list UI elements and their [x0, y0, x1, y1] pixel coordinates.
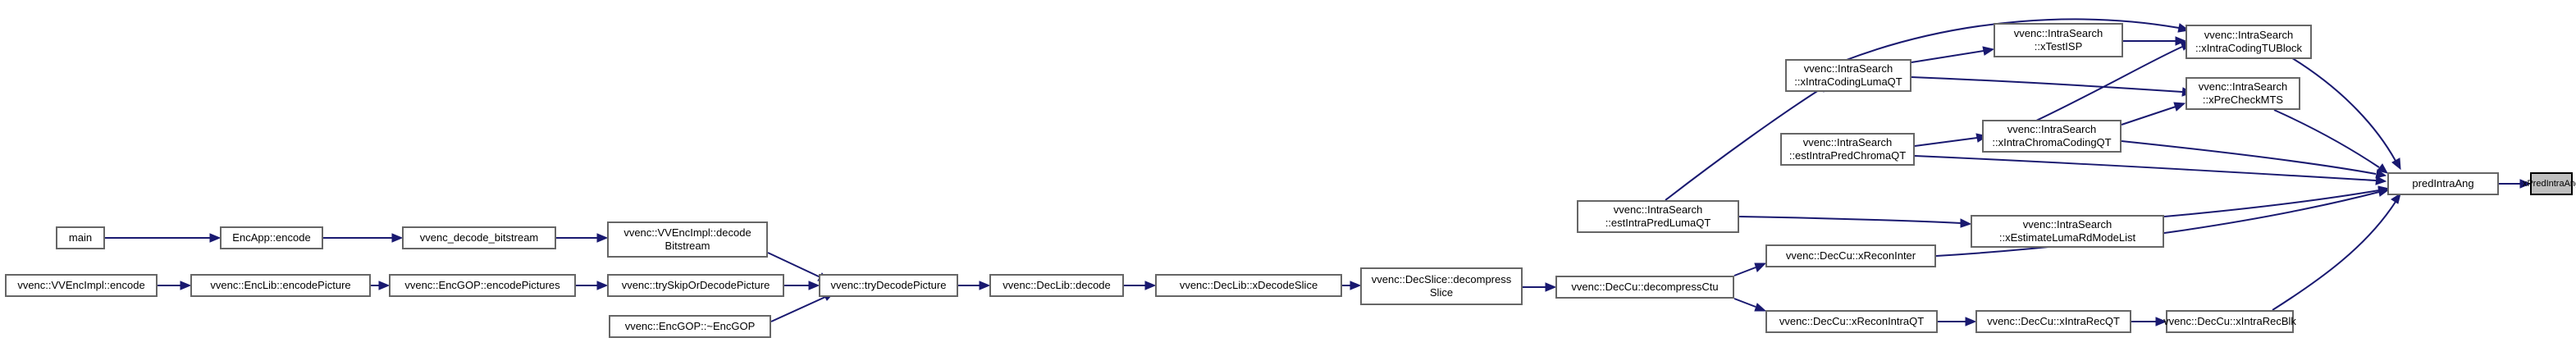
edge-xreconinter-predintraang	[1935, 191, 2380, 257]
arrowhead	[1350, 281, 1362, 290]
node-tryskipordecodepicture[interactable]: vvenc::trySkipOrDecodePicture	[607, 274, 784, 297]
arrowhead	[2155, 317, 2167, 326]
node-vvencimpl-decodebitstream[interactable]: vvenc::VVEncImpl::decode Bitstream	[607, 221, 768, 258]
edge-xcodinglumaqt-xprecheckmts	[1911, 76, 2183, 93]
arrowhead	[180, 281, 192, 290]
node-intrasearch-xestimatelumardmodelist[interactable]: vvenc::IntraSearch ::xEstimateLumaRdMode…	[1971, 215, 2164, 248]
edge-xestimatelumard-predintraang	[2163, 189, 2380, 217]
node-predintraang[interactable]: predIntraAng	[2387, 172, 2499, 195]
arrowhead	[596, 281, 609, 290]
node-deccu-xintrarecblk[interactable]: vvenc::DecCu::xIntraRecBlk	[2163, 310, 2296, 333]
node-trydecodepicture[interactable]: vvenc::tryDecodePicture	[819, 274, 958, 297]
edge-xchromacodingqt-xcodingtublock	[2034, 46, 2183, 122]
edge-vvencimpl-trydecode	[767, 252, 821, 278]
edge-xcodinglumaqt-xcodingtublock	[1843, 18, 2180, 62]
edge-estlumaqt-xestimatelumard	[1738, 216, 1962, 224]
arrowhead	[2519, 179, 2532, 189]
arrowhead	[2175, 36, 2187, 46]
arrowhead	[1965, 317, 1977, 326]
arrowhead	[1754, 303, 1767, 312]
edge-xchromacodingqt-xprecheckmts	[2121, 106, 2176, 126]
arrowhead	[2375, 169, 2387, 179]
arrowhead	[1754, 263, 1767, 272]
arrowhead	[979, 281, 991, 290]
arrowhead	[1545, 282, 1557, 292]
edge-encgopdtor-trydecode	[770, 296, 826, 322]
node-encgop-encodepictures[interactable]: vvenc::EncGOP::encodePictures	[389, 274, 576, 297]
edge-xcodinglumaqt-xtestisp	[1911, 50, 1985, 63]
arrowhead	[378, 281, 391, 290]
node-intrasearch-xprecheckmts[interactable]: vvenc::IntraSearch ::xPreCheckMTS	[2185, 77, 2300, 110]
node-encgop-destructor[interactable]: vvenc::EncGOP::~EncGOP	[609, 315, 771, 338]
node-vvenc-decode-bitstream[interactable]: vvenc_decode_bitstream	[402, 226, 556, 249]
node-vvencimpl-encode[interactable]: vvenc::VVEncImpl::encode	[5, 274, 158, 297]
edge-xprecheckmts-predintraang	[2273, 109, 2380, 168]
arrowhead	[209, 233, 222, 243]
arrowhead	[808, 281, 820, 290]
node-intrasearch-xtestisp[interactable]: vvenc::IntraSearch ::xTestISP	[1994, 23, 2123, 57]
edge-estchromaqt-xchromacodingqt	[1914, 137, 1978, 147]
node-encapp-encode[interactable]: EncApp::encode	[220, 226, 323, 249]
edge-xintrarecblk-predintraang	[2272, 201, 2396, 311]
edge-estchromaqt-predintraang	[1914, 155, 2377, 181]
edge-estlumaqt-xcodinglumaqt	[1665, 88, 1822, 201]
arrowhead	[1982, 46, 1995, 56]
node-declib-decode[interactable]: vvenc::DecLib::decode	[989, 274, 1124, 297]
node-main[interactable]: main	[56, 226, 105, 249]
node-declib-xdecodeslice[interactable]: vvenc::DecLib::xDecodeSlice	[1155, 274, 1342, 297]
edge-decompressctu-xreconinter	[1733, 267, 1756, 276]
node-deccu-xreconinter[interactable]: vvenc::DecCu::xReconInter	[1765, 244, 1936, 267]
node-intrasearch-estintrapredchromaqt[interactable]: vvenc::IntraSearch ::estIntraPredChromaQ…	[1780, 133, 1915, 166]
arrowhead	[1144, 281, 1157, 290]
arrowhead	[2173, 102, 2186, 112]
node-enclib-encodepicture[interactable]: vvenc::EncLib::encodePicture	[190, 274, 371, 297]
node-intrasearch-xintrachromacodingqt[interactable]: vvenc::IntraSearch ::xIntraChromaCodingQ…	[1982, 120, 2122, 153]
node-intrasearch-estintrapredlumaqt[interactable]: vvenc::IntraSearch ::estIntraPredLumaQT	[1577, 200, 1739, 233]
arrowhead	[2377, 163, 2388, 174]
node-intrasearch-xintracodinglumaqt[interactable]: vvenc::IntraSearch ::xIntraCodingLumaQT	[1785, 59, 1911, 92]
node-deccu-xintrarecqt[interactable]: vvenc::DecCu::xIntraRecQT	[1975, 310, 2131, 333]
edge-xchromacodingqt-predintraang	[2121, 140, 2377, 175]
node-deccu-xreconintraqt[interactable]: vvenc::DecCu::xReconIntraQT	[1765, 310, 1938, 333]
arrowhead	[2377, 185, 2391, 195]
arrowhead	[2375, 176, 2387, 185]
arrowhead	[596, 233, 609, 243]
arrowhead	[2391, 158, 2401, 171]
edge-xcodingtublock-predintraang	[2285, 53, 2396, 162]
node-decslice-decompressslice[interactable]: vvenc::DecSlice::decompress Slice	[1360, 267, 1523, 305]
arrowhead	[1960, 218, 1972, 228]
arrowhead	[391, 233, 404, 243]
node-deccu-decompressctu[interactable]: vvenc::DecCu::decompressCtu	[1555, 276, 1734, 299]
edge-decompressctu-xreconintraqt	[1733, 298, 1756, 308]
node-xpredintraang: xPredIntraAng	[2523, 172, 2576, 195]
node-intrasearch-xintracodingtublock[interactable]: vvenc::IntraSearch ::xIntraCodingTUBlock	[2185, 25, 2312, 59]
arrowhead	[2391, 192, 2401, 204]
